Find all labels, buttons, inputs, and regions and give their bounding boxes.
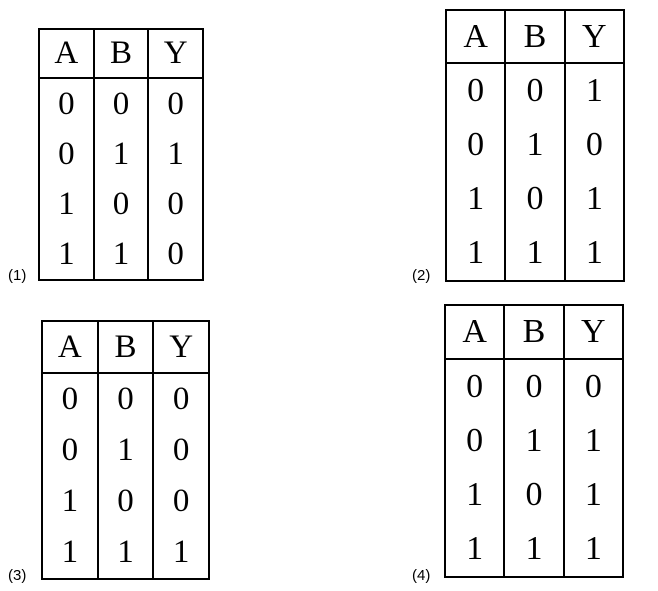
header-cell-y: Y: [563, 9, 626, 64]
cell-b: 1: [504, 118, 566, 172]
cell-b: 0: [96, 373, 155, 425]
cell-y: 0: [147, 229, 204, 281]
panel-label: (3): [8, 567, 27, 584]
table-row: 1 1 1: [444, 226, 626, 282]
cell-a: 0: [38, 129, 95, 179]
table-row: 1 1 1: [41, 527, 210, 580]
truth-table-3: A B Y 0 0 0 0 1 0 1 0 0 1 1 1: [41, 320, 210, 580]
cell-y: 1: [563, 226, 626, 282]
cell-y: 1: [147, 129, 204, 179]
cell-b: 0: [503, 359, 565, 414]
cell-a: 1: [444, 172, 507, 226]
cell-b: 0: [92, 78, 150, 129]
cell-a: 0: [444, 63, 507, 118]
header-row: A B Y: [38, 28, 204, 79]
table-row: 0 1 1: [443, 414, 625, 468]
header-cell-a: A: [444, 9, 507, 64]
cell-b: 1: [92, 229, 150, 281]
cell-y: 1: [152, 527, 210, 580]
cell-y: 0: [147, 179, 204, 229]
cell-y: 1: [563, 63, 626, 118]
table-row: 1 1 1: [443, 522, 625, 578]
header-cell-y: Y: [147, 28, 204, 79]
header-cell-b: B: [96, 320, 155, 374]
cell-a: 1: [41, 476, 99, 527]
cell-a: 1: [41, 527, 99, 580]
header-cell-y: Y: [152, 320, 210, 374]
table-row: 0 1 0: [41, 425, 210, 476]
cell-a: 1: [444, 226, 507, 282]
cell-a: 1: [38, 229, 95, 281]
header-cell-a: A: [38, 28, 95, 79]
table-row: 0 0 0: [38, 78, 204, 129]
table-row: 0 0 0: [443, 359, 625, 414]
cell-y: 1: [562, 468, 625, 522]
cell-y: 1: [562, 414, 625, 468]
truth-table-2: A B Y 0 0 1 0 1 0 1 0 1 1 1 1: [444, 9, 626, 282]
header-row: A B Y: [41, 320, 210, 374]
cell-b: 1: [504, 226, 566, 282]
cell-b: 0: [504, 63, 566, 118]
cell-a: 1: [443, 468, 506, 522]
cell-a: 0: [38, 78, 95, 129]
cell-a: 1: [443, 522, 506, 578]
header-cell-b: B: [92, 28, 150, 79]
cell-y: 0: [147, 78, 204, 129]
cell-b: 1: [503, 522, 565, 578]
cell-a: 0: [443, 359, 506, 414]
cell-b: 0: [92, 179, 150, 229]
cell-b: 0: [96, 476, 155, 527]
cell-a: 0: [41, 373, 99, 425]
cell-y: 1: [562, 522, 625, 578]
cell-y: 0: [152, 425, 210, 476]
cell-y: 0: [563, 118, 626, 172]
table-row: 0 0 0: [41, 373, 210, 425]
cell-a: 0: [443, 414, 506, 468]
cell-a: 1: [38, 179, 95, 229]
table-row: 1 0 1: [444, 172, 626, 226]
header-cell-y: Y: [562, 304, 625, 360]
table-row: 0 1 0: [444, 118, 626, 172]
cell-y: 1: [563, 172, 626, 226]
header-row: A B Y: [443, 304, 625, 360]
cell-b: 1: [96, 527, 155, 580]
table-row: 0 0 1: [444, 63, 626, 118]
cell-a: 0: [41, 425, 99, 476]
table-row: 1 0 0: [38, 179, 204, 229]
table-row: 1 0 0: [41, 476, 210, 527]
header-cell-b: B: [503, 304, 565, 360]
header-row: A B Y: [444, 9, 626, 64]
table-row: 0 1 1: [38, 129, 204, 179]
cell-y: 0: [562, 359, 625, 414]
panel-label: (2): [412, 267, 431, 284]
truth-table-1: A B Y 0 0 0 0 1 1 1 0 0 1 1 0: [38, 28, 204, 281]
header-cell-a: A: [443, 304, 506, 360]
table-row: 1 0 1: [443, 468, 625, 522]
cell-y: 0: [152, 373, 210, 425]
header-cell-b: B: [504, 9, 566, 64]
panel-label: (1): [8, 267, 27, 284]
table-row: 1 1 0: [38, 229, 204, 281]
cell-b: 1: [96, 425, 155, 476]
panel-label: (4): [412, 567, 431, 584]
cell-b: 1: [503, 414, 565, 468]
truth-table-4: A B Y 0 0 0 0 1 1 1 0 1 1 1 1: [443, 304, 625, 578]
header-cell-a: A: [41, 320, 99, 374]
cell-a: 0: [444, 118, 507, 172]
cell-b: 0: [503, 468, 565, 522]
cell-b: 0: [504, 172, 566, 226]
cell-y: 0: [152, 476, 210, 527]
cell-b: 1: [92, 129, 150, 179]
